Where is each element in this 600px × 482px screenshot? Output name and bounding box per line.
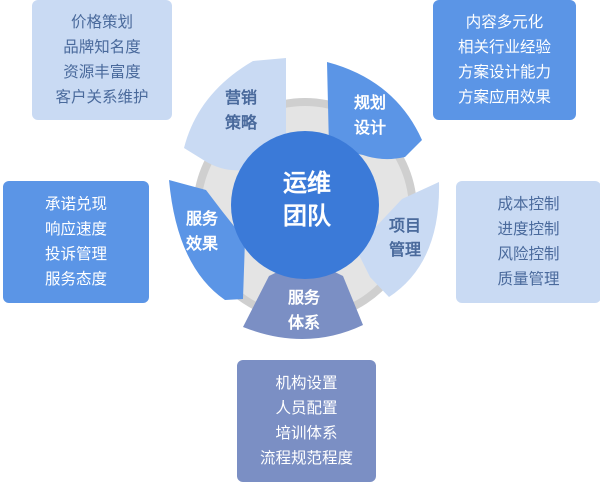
segment-service-effect: [169, 180, 245, 300]
list-item: 价格策划: [70, 13, 133, 31]
list-item: 流程规范程度: [259, 449, 353, 467]
segment-service-system-label-2: 体系: [288, 313, 320, 332]
segment-planning-label-1: 规划: [354, 93, 386, 112]
segment-marketing: [184, 58, 286, 171]
list-item: 承诺兑现: [44, 195, 107, 213]
segment-marketing-label-2: 策略: [224, 113, 258, 132]
list-item: 人员配置: [275, 399, 338, 417]
box-marketing-details: 价格策划 品牌知名度 资源丰富度 客户关系维护: [32, 0, 172, 120]
segment-service-system-label-1: 服务: [288, 288, 321, 307]
center-circle: [231, 131, 379, 279]
center-label-1: 运维: [283, 169, 331, 197]
list-item: 投诉管理: [44, 245, 107, 263]
list-item: 品牌知名度: [63, 38, 141, 56]
segment-service-effect-label-1: 服务: [186, 209, 219, 228]
list-item: 相关行业经验: [457, 38, 551, 56]
list-item: 客户关系维护: [55, 88, 149, 106]
segment-service-system: [243, 258, 363, 340]
segment-marketing-label-1: 营销: [225, 88, 257, 107]
list-item: 机构设置: [275, 374, 338, 392]
box-service-system-details: 机构设置 人员配置 培训体系 流程规范程度: [237, 360, 376, 482]
segment-project-label-2: 管理: [389, 240, 421, 259]
list-item: 质量管理: [497, 270, 560, 288]
list-item: 方案应用效果: [457, 88, 551, 106]
list-item: 内容多元化: [465, 13, 544, 31]
box-service-effect-details: 承诺兑现 响应速度 投诉管理 服务态度: [3, 181, 149, 303]
list-item: 方案设计能力: [457, 63, 551, 81]
list-item: 进度控制: [497, 220, 560, 238]
center-label-2: 团队: [283, 202, 332, 230]
segment-planning-label-2: 设计: [354, 118, 386, 137]
list-item: 响应速度: [44, 220, 107, 238]
list-item: 风险控制: [497, 245, 560, 263]
segment-project-label-1: 项目: [389, 216, 421, 235]
segment-project: [359, 182, 440, 297]
list-item: 成本控制: [497, 195, 560, 213]
box-planning-details: 内容多元化 相关行业经验 方案设计能力 方案应用效果: [433, 0, 576, 120]
list-item: 资源丰富度: [63, 63, 141, 81]
segment-planning: [327, 62, 422, 160]
segment-service-effect-label-2: 效果: [186, 234, 218, 253]
list-item: 服务态度: [44, 270, 107, 288]
list-item: 培训体系: [275, 424, 338, 442]
box-project-details: 成本控制 进度控制 风险控制 质量管理: [456, 181, 600, 303]
